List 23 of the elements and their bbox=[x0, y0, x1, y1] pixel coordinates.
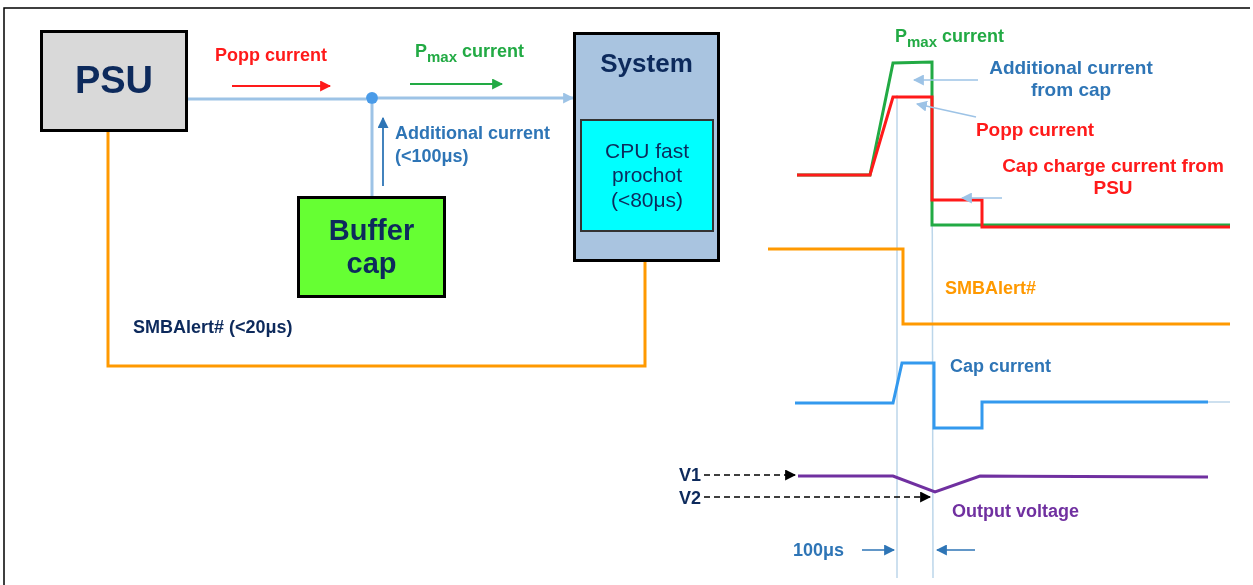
leader-line bbox=[912, 74, 979, 86]
signal-label: Output voltage bbox=[952, 500, 1079, 523]
level-label: V2 bbox=[676, 486, 704, 510]
waveform bbox=[798, 474, 1208, 494]
leader-line bbox=[915, 100, 977, 118]
arrow bbox=[378, 92, 575, 104]
junction-dot bbox=[366, 92, 378, 104]
level-label: V1 bbox=[676, 463, 704, 487]
annotation-text: Cap charge current from PSU bbox=[1002, 152, 1224, 202]
annotation-text: Popp current bbox=[960, 117, 1110, 143]
process-box: PSU bbox=[40, 30, 188, 132]
system-box bbox=[573, 32, 720, 262]
process-box: CPU fast prochot (<80μs) bbox=[580, 119, 714, 232]
process-box: Buffer cap bbox=[297, 196, 446, 298]
leader-line bbox=[703, 469, 797, 481]
signal-label: Cap current bbox=[950, 355, 1052, 378]
leader-line bbox=[703, 491, 932, 503]
dimension-label: 100μs bbox=[793, 539, 845, 562]
signal-label: SMBAlert# bbox=[945, 277, 1037, 300]
box-title: System bbox=[600, 49, 693, 79]
leader-line bbox=[960, 192, 1003, 204]
annotation-text: Additional current from cap bbox=[978, 54, 1164, 104]
signal-label: P$_{max}$ current bbox=[895, 25, 1005, 52]
